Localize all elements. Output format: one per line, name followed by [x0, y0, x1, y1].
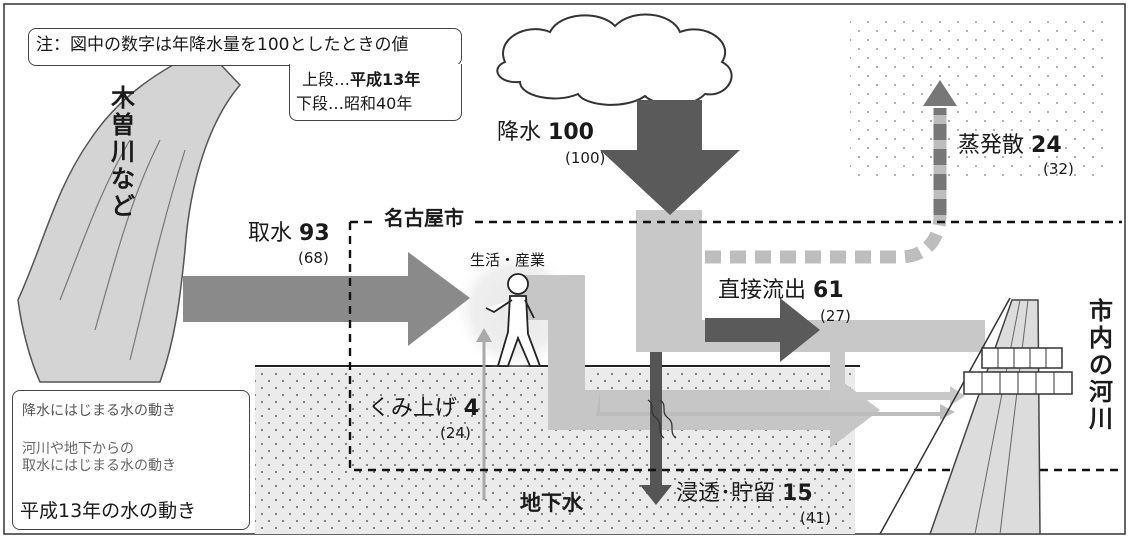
- groundwater-label: 地下水: [520, 491, 583, 515]
- runoff-arrow: [705, 298, 820, 362]
- note-lower: 下段…昭和40年: [296, 94, 413, 113]
- activity-discharge-flow: [520, 275, 880, 448]
- note-period-box: [289, 64, 462, 121]
- pumping-arrowhead: [476, 328, 492, 342]
- evaporation-name: 蒸発散: [958, 133, 1025, 158]
- intake-name: 取水: [248, 221, 293, 246]
- discharge-thin-flow: [596, 390, 955, 420]
- infiltration-label: 浸透･貯留 15: [676, 483, 813, 505]
- note-upper: 上段…平成13年: [302, 72, 420, 88]
- city-label: 名古屋市: [380, 208, 468, 228]
- break-mark-left: [647, 399, 665, 439]
- runoff-value: 61: [813, 278, 844, 303]
- note-upper-prefix: 上段…: [302, 70, 351, 89]
- intake-old: (68): [298, 249, 329, 267]
- break-mark-right: [659, 399, 677, 439]
- legend-item1: 降水にはじまる水の動き: [22, 403, 176, 419]
- pumping-name: くみ上げ: [368, 396, 457, 421]
- bridge-upper: [981, 347, 1063, 369]
- runoff-thin-flow: [830, 352, 965, 406]
- note-title: 注：図中の数字は年降水量を100としたときの値: [36, 35, 409, 55]
- intake-value: 93: [299, 221, 330, 246]
- runoff-label: 直接流出 61: [718, 280, 844, 302]
- runoff-old: (27): [820, 307, 851, 325]
- pumping-old: (24): [440, 424, 471, 442]
- right-river-lines: [974, 299, 1029, 535]
- intake-label: 取水 93: [248, 223, 330, 245]
- precipitation-arrow: [600, 100, 740, 215]
- left-river-ripples: [59, 139, 186, 361]
- city-boundary-left: [348, 222, 1122, 472]
- legend-item2-line2: 取水にはじまる水の動き: [22, 458, 176, 474]
- runoff-name: 直接流出: [718, 278, 807, 303]
- evaporation-sky: [850, 20, 1110, 180]
- pumping-label: くみ上げ 4: [368, 398, 479, 420]
- infiltration-name: 浸透･貯留: [676, 481, 776, 506]
- activity-label: 生活・産業: [470, 251, 546, 269]
- evaporation-old: (32): [1043, 160, 1074, 178]
- precipitation-label: 降水 100: [497, 122, 594, 144]
- pumping-value: 4: [463, 396, 480, 421]
- precipitation-old: (100): [565, 149, 606, 167]
- evaporation-dashed-light: [705, 112, 947, 264]
- right-river-label: 市内の河川: [1089, 297, 1113, 433]
- legend-item2-line1: 河川や地下からの: [22, 441, 134, 457]
- person-figure: [485, 273, 542, 367]
- legend-box: [12, 390, 250, 530]
- note-box: [28, 28, 462, 66]
- note-upper-value: 平成13年: [350, 70, 421, 89]
- evaporation-value: 24: [1031, 133, 1062, 158]
- evaporation-arrowhead: [923, 80, 957, 106]
- cloud: [496, 13, 733, 106]
- infiltration-value: 15: [782, 481, 813, 506]
- precipitation-name: 降水: [497, 120, 542, 145]
- left-river-label: 木曽川など: [111, 84, 135, 220]
- bank-slope: [879, 297, 1011, 535]
- legend-title: 平成13年の水の動き: [20, 500, 197, 522]
- precipitation-value: 100: [548, 120, 594, 145]
- infiltration-arrow: [640, 352, 672, 505]
- evaporation-label: 蒸発散 24: [958, 135, 1062, 157]
- intake-arrow: [183, 252, 470, 346]
- infiltration-old: (41): [800, 509, 831, 527]
